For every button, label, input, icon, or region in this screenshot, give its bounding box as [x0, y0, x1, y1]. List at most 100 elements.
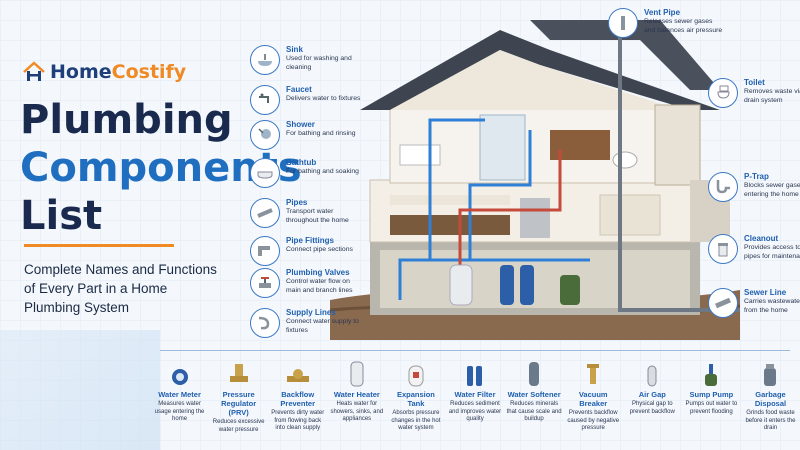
expansion-tank-icon: [388, 360, 443, 388]
component-desc: Heats water for showers, sinks, and appl…: [330, 401, 384, 422]
callout-desc: Used for washing and cleaning: [286, 55, 352, 71]
callout-desc: Connect water supply to fixtures: [286, 318, 359, 334]
bottom-components-row: Water Meter Measures water usage enterin…: [150, 360, 800, 450]
callout-desc: Removes waste via the drain system: [744, 88, 800, 104]
supply-lines-icon: [250, 308, 280, 338]
component-desc: Prevents backflow caused by negative pre…: [567, 410, 620, 431]
component-name: Water Softener: [507, 390, 561, 399]
callout-name: Pipe Fittings: [286, 236, 334, 245]
water-filter-icon: [447, 360, 502, 388]
callout-desc: For bathing and rinsing: [286, 130, 356, 137]
pressure-regulator-icon: [211, 360, 266, 388]
blueprint-decoration: [0, 330, 160, 450]
bottom-divider: [160, 350, 790, 351]
title-line1: Plumbing: [20, 97, 233, 143]
component-sump-pump: Sump Pump Pumps out water to prevent flo…: [682, 360, 741, 450]
house-logo-icon: [22, 60, 46, 84]
component-desc: Reduces excessive water pressure: [212, 419, 265, 433]
callout-desc: For bathing and soaking: [286, 168, 359, 175]
component-desc: Reduces minerals that cause scale and bu…: [506, 401, 562, 422]
component-name: Backflow Preventer: [280, 390, 316, 408]
garbage-disposal-icon: [743, 360, 798, 388]
component-water-heater: Water Heater Heats water for showers, si…: [327, 360, 386, 450]
air-gap-icon: [625, 360, 680, 388]
sink-icon: [250, 45, 280, 75]
callout-desc: Blocks sewer gases from entering the hom…: [744, 182, 800, 198]
component-water-meter: Water Meter Measures water usage enterin…: [150, 360, 209, 450]
callout-name: Vent Pipe: [644, 8, 681, 17]
component-water-softener: Water Softener Reduces minerals that cau…: [505, 360, 564, 450]
title-line3: List: [20, 193, 103, 239]
callout-name: Plumbing Valves: [286, 268, 350, 277]
callout-desc: Releases sewer gases and balances air pr…: [644, 18, 723, 34]
shower-icon: [250, 120, 280, 150]
toilet-icon: [708, 78, 738, 108]
callout-desc: Transport water throughout the home: [286, 208, 349, 224]
component-name: Vacuum Breaker: [578, 390, 608, 408]
component-desc: Reduces sediment and improves water qual…: [448, 401, 502, 422]
component-garbage-disposal: Garbage Disposal Grinds food waste befor…: [741, 360, 800, 450]
callout-name: P-Trap: [744, 172, 769, 181]
callout-name: Sink: [286, 45, 303, 54]
valve-icon: [250, 268, 280, 298]
title-divider: [24, 244, 174, 247]
callout-name: Pipes: [286, 198, 308, 207]
sewer-line-icon: [708, 288, 738, 318]
component-desc: Absorbs pressure changes in the hot wate…: [391, 410, 441, 431]
component-water-filter: Water Filter Reduces sediment and improv…: [445, 360, 504, 450]
callout-name: Supply Lines: [286, 308, 336, 317]
component-name: Garbage Disposal: [754, 390, 787, 408]
callout-name: Toilet: [744, 78, 765, 87]
component-name: Sump Pump: [689, 390, 734, 399]
component-vacuum-breaker: Vacuum Breaker Prevents backflow caused …: [564, 360, 623, 450]
component-name: Water Filter: [454, 390, 496, 399]
component-desc: Measures water usage entering the home: [154, 401, 205, 422]
component-name: Expansion Tank: [396, 390, 435, 408]
brand-logo: HomeCostify: [22, 60, 186, 84]
component-desc: Physical gap to prevent backflow: [629, 401, 675, 415]
house-cutaway-illustration: [330, 20, 740, 340]
water-heater-icon: [329, 360, 384, 388]
vent-pipe-icon: [608, 8, 638, 38]
callout-name: Faucet: [286, 85, 312, 94]
cleanout-icon: [708, 234, 738, 264]
component-air-gap: Air Gap Physical gap to prevent backflow: [623, 360, 682, 450]
callout-name: Sewer Line: [744, 288, 787, 297]
backflow-preventer-icon: [270, 360, 325, 388]
component-name: Pressure Regulator (PRV): [221, 390, 257, 417]
bathtub-icon: [250, 158, 280, 188]
p-trap-icon: [708, 172, 738, 202]
component-name: Water Meter: [158, 390, 201, 399]
component-name: Air Gap: [638, 390, 666, 399]
sump-pump-icon: [684, 360, 739, 388]
callout-desc: Provides access to drain pipes for maint…: [744, 244, 800, 260]
brand-part2: Costify: [111, 61, 187, 83]
callout-name: Cleanout: [744, 234, 779, 243]
callout-desc: Delivers water to fixtures: [286, 95, 361, 102]
brand-part1: Home: [50, 61, 112, 83]
page-subtitle: Complete Names and Functions of Every Pa…: [24, 262, 217, 315]
water-meter-icon: [152, 360, 207, 388]
water-softener-icon: [507, 360, 562, 388]
callout-desc: Carries wastewater away from the home: [744, 298, 800, 314]
pipe-fittings-icon: [250, 236, 280, 266]
faucet-icon: [250, 85, 280, 115]
vacuum-breaker-icon: [566, 360, 621, 388]
callout-desc: Connect pipe sections: [286, 246, 353, 253]
component-pressure-regulator: Pressure Regulator (PRV) Reduces excessi…: [209, 360, 268, 450]
pipes-icon: [250, 198, 280, 228]
component-name: Water Heater: [333, 390, 380, 399]
brand-name: HomeCostify: [50, 61, 186, 83]
